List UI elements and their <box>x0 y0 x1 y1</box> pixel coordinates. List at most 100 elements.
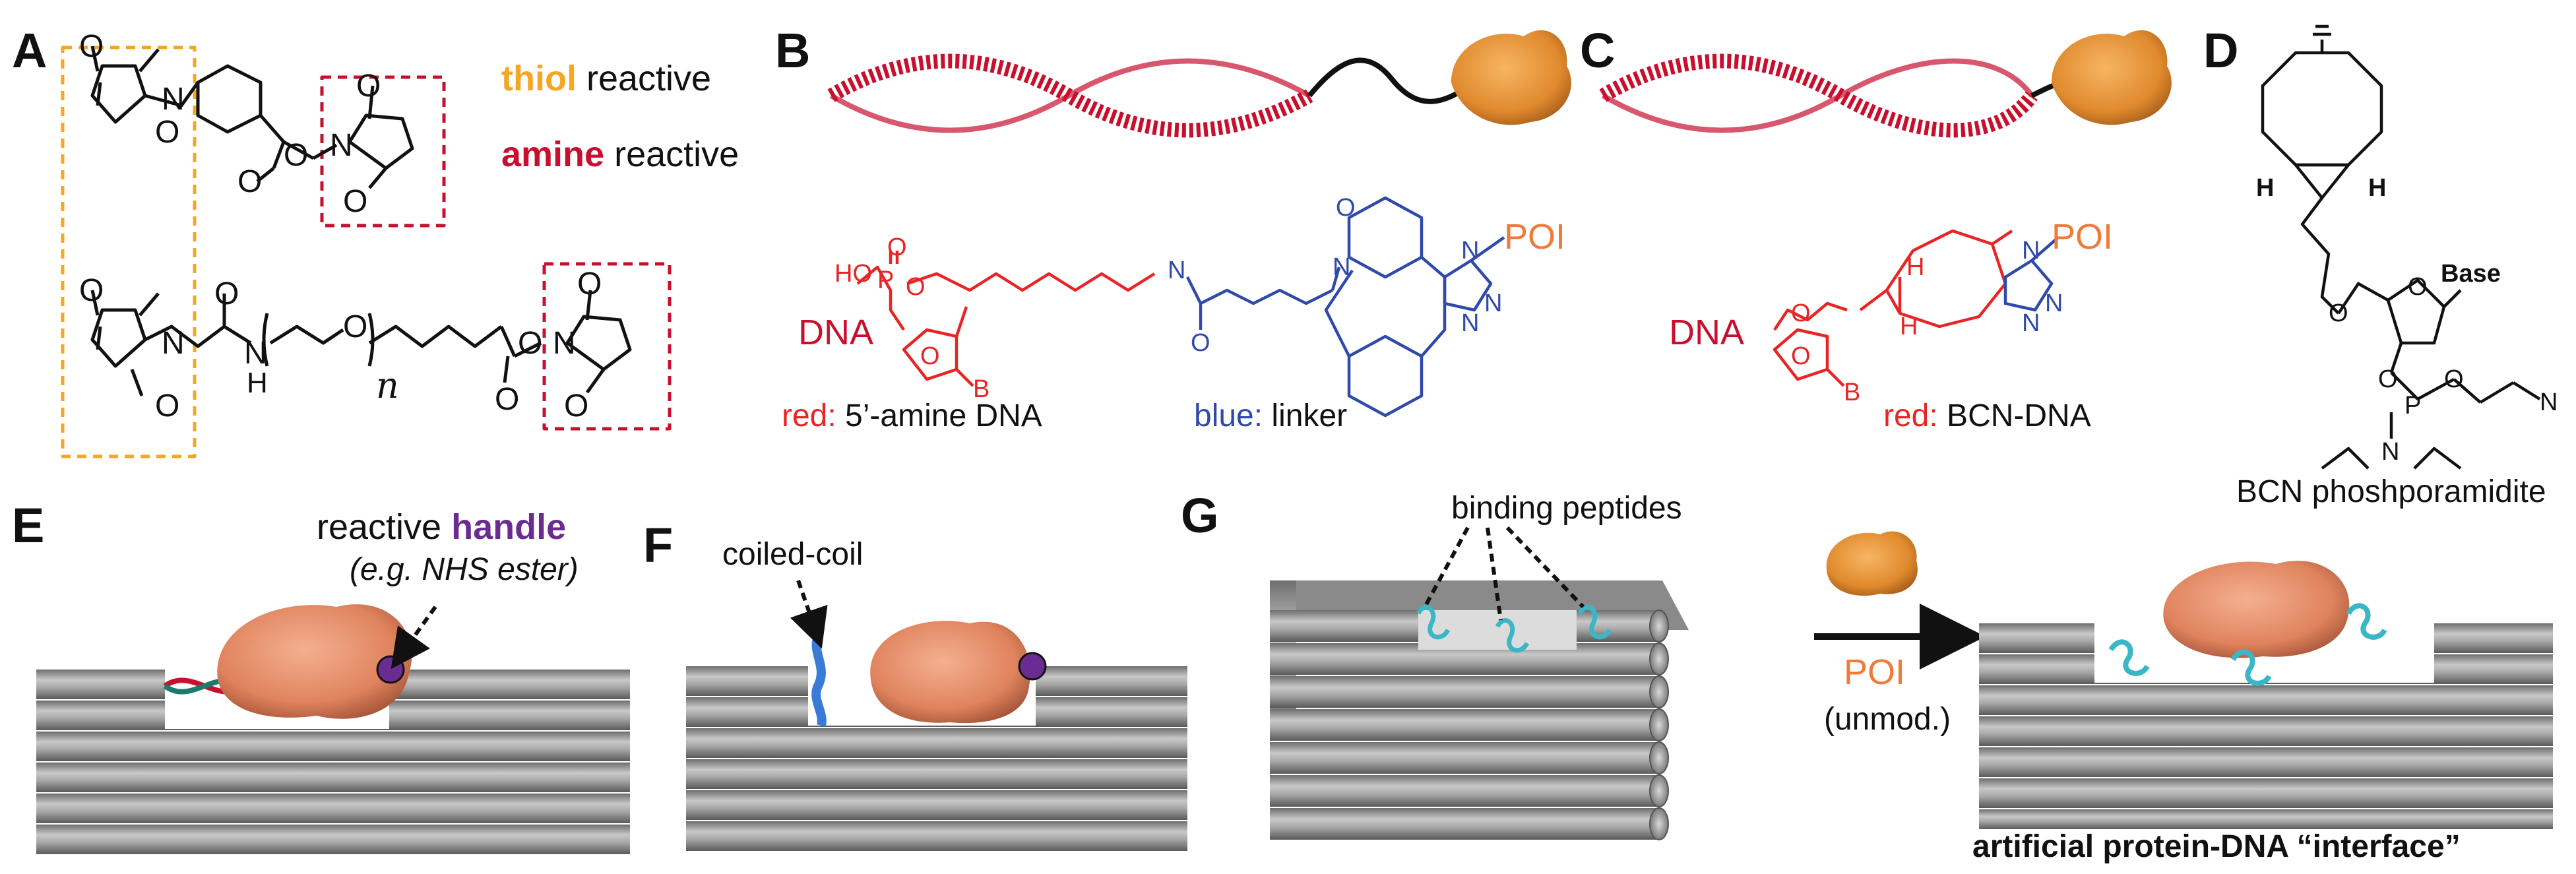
peptide-icon <box>2230 649 2272 686</box>
binding-peptides-label: binding peptides <box>1451 491 1682 526</box>
atom-o: O <box>495 382 520 417</box>
panel-letter-g: G <box>1181 488 1219 543</box>
peptide-icon <box>1495 618 1530 653</box>
atom-h: H <box>1906 253 1925 281</box>
amine-box-bottom <box>542 262 672 431</box>
dna-label: DNA <box>1669 313 1745 352</box>
peptide-icon <box>811 635 827 727</box>
atom-h: H <box>247 367 268 399</box>
atom-o: O <box>518 326 543 361</box>
amine-reactive-label: amine reactive <box>501 135 739 174</box>
atom-n: N <box>1461 237 1480 265</box>
atom-n: N <box>2045 290 2063 317</box>
atom-h: H <box>1900 313 1918 340</box>
atom-n: N <box>553 326 576 361</box>
atom-n: N <box>1168 257 1186 284</box>
atom-o: O <box>1791 342 1811 370</box>
blue-key: blue: <box>1194 398 1263 433</box>
panel-letter-e: E <box>12 498 45 553</box>
atom-ho: HO <box>834 260 872 288</box>
amine-word: amine <box>501 135 605 174</box>
amine-reactive-text: reactive <box>604 135 739 174</box>
atom-o: O <box>577 266 602 301</box>
bcn-caption: BCN phoshporamidite <box>2236 474 2546 509</box>
atom-o: O <box>214 276 239 311</box>
panel-letter-b: B <box>775 23 811 78</box>
panel-e-origami <box>36 604 630 854</box>
atom-n: N <box>162 82 185 117</box>
thiol-word: thiol <box>501 59 577 98</box>
poi-label: POI <box>2052 217 2114 257</box>
poi-label: POI <box>1844 652 1906 692</box>
panel-g-origami <box>1270 526 1689 840</box>
reactive-handle-icon <box>376 655 405 684</box>
thiol-box <box>61 46 197 458</box>
thiol-reactive-text: reactive <box>576 59 712 98</box>
red-key-label: red: 5’-amine DNA <box>782 398 1042 434</box>
panel-letter-a: A <box>12 23 47 78</box>
dna-label: DNA <box>798 313 874 352</box>
atom-n: N <box>330 128 353 163</box>
atom-o: O <box>79 29 104 64</box>
reactive-handle-label: reactive handle <box>317 507 567 547</box>
atom-o: O <box>155 389 180 423</box>
panel-letter-c: C <box>1580 23 1616 78</box>
atom-o: O <box>155 115 180 150</box>
atom-o: O <box>906 273 926 301</box>
panel-d-structure <box>2261 24 2541 470</box>
handle-example: (e.g. NHS ester) <box>350 552 579 587</box>
atom-b: B <box>1844 379 1861 406</box>
coil-pointer-arrow <box>790 580 828 649</box>
atom-n: N <box>1484 290 1503 317</box>
atom-b: B <box>973 375 990 403</box>
unmod-label: (unmod.) <box>1824 702 1951 737</box>
atom-h: H <box>2256 174 2275 202</box>
atom-o: O <box>564 389 589 423</box>
handle-pre: reactive <box>317 507 452 547</box>
atom-o: O <box>79 273 104 308</box>
peptide-icon <box>1416 605 1451 640</box>
peptide-icon <box>2346 603 2387 640</box>
blue-key-text: linker <box>1263 398 1348 433</box>
linker-line <box>1307 57 1480 104</box>
dna-helix-icon <box>1599 53 2038 138</box>
atom-o: O <box>1791 299 1811 327</box>
interface-caption: artificial protein-DNA “interface” <box>1972 829 2461 864</box>
handle-word: handle <box>451 507 567 547</box>
protein-surface-icon <box>1826 531 1918 596</box>
handle-pointer-arrow <box>391 606 437 670</box>
n-subscript: n <box>376 365 399 406</box>
atom-o: O <box>343 184 368 219</box>
atom-o: O <box>2408 273 2428 301</box>
atom-o: O <box>920 342 940 370</box>
amine-box-top <box>320 75 446 228</box>
coiled-coil-label: coiled-coil <box>722 537 864 572</box>
protein-surface-icon <box>2163 561 2350 658</box>
protein-surface-icon <box>1451 30 1571 125</box>
panel-letter-d: D <box>2203 23 2239 78</box>
atom-o: O <box>356 69 381 104</box>
atom-o: O <box>237 164 263 199</box>
atom-o: O <box>1336 194 1356 222</box>
atom-o: O <box>284 138 309 173</box>
atom-p: P <box>877 266 895 294</box>
panel-b-structure <box>856 196 1505 418</box>
red-key: red: <box>782 398 836 433</box>
atom-h: H <box>2368 174 2387 202</box>
atom-n: N <box>2540 389 2558 416</box>
peptide-icon <box>1577 605 1612 640</box>
atom-o: O <box>343 309 368 344</box>
atom-o: O <box>2444 365 2464 393</box>
panel-letter-f: F <box>643 518 674 573</box>
base-label: Base <box>2441 260 2501 288</box>
atom-n: N <box>2022 237 2040 265</box>
reactive-handle-icon <box>1018 652 1047 681</box>
atom-n: N <box>162 326 185 361</box>
atom-n: N <box>244 336 267 371</box>
atom-o: O <box>1191 329 1210 357</box>
atom-o: O <box>2329 299 2348 327</box>
atom-n: N <box>1333 253 1351 281</box>
red-key: red: <box>1883 398 1938 433</box>
